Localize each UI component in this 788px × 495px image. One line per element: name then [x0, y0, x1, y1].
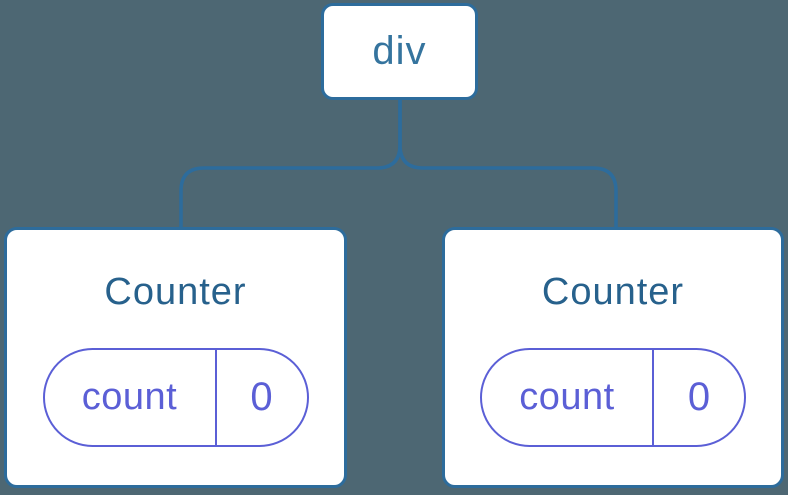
- root-node-label: div: [372, 29, 427, 73]
- state-key: count: [482, 349, 654, 445]
- component-title: Counter: [104, 271, 247, 313]
- counter-card-right: Counter count 0: [442, 227, 784, 488]
- state-value: 0: [250, 374, 273, 419]
- connector-right-branch: [398, 98, 618, 229]
- connector-left-branch: [179, 98, 402, 229]
- counter-card-left: Counter count 0: [4, 227, 347, 488]
- state-pill: count 0: [42, 347, 309, 447]
- component-title: Counter: [541, 271, 685, 313]
- root-node-div: div: [321, 3, 478, 100]
- state-pill: count 0: [480, 347, 746, 447]
- state-key: count: [45, 349, 217, 445]
- state-value: 0: [687, 374, 711, 419]
